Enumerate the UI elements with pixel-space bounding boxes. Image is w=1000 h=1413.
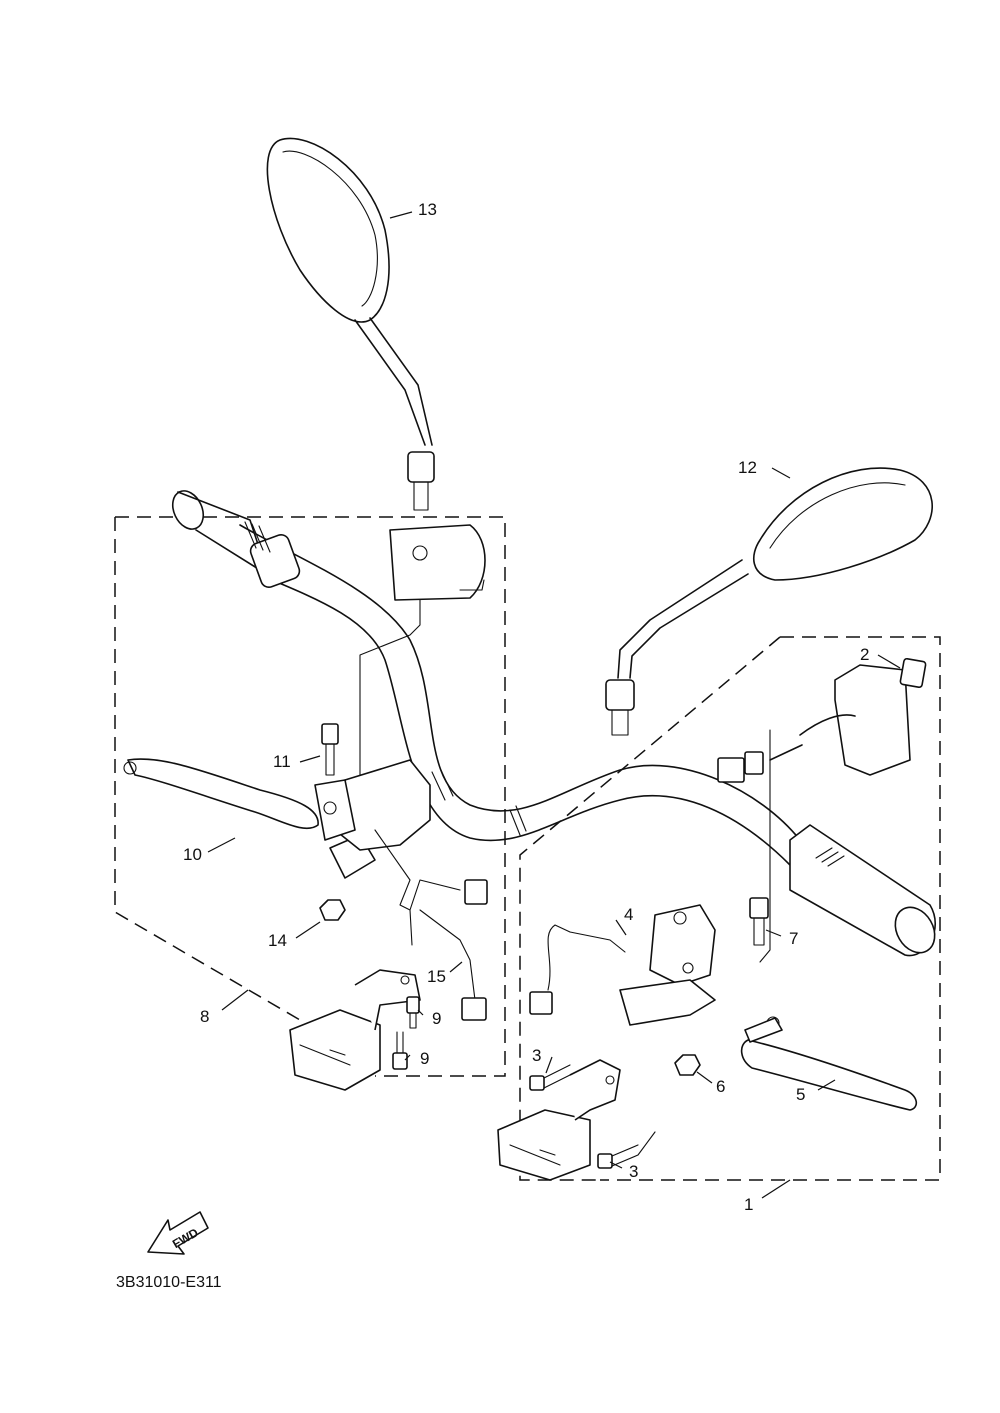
nut-7 bbox=[674, 1054, 701, 1076]
nut-12 bbox=[319, 899, 346, 921]
callout-3-upper: 3 bbox=[532, 1046, 541, 1065]
callout-9-upper: 9 bbox=[432, 1009, 441, 1028]
callout-11: 11 bbox=[273, 752, 291, 771]
callout-labels: 13 12 2 11 10 4 7 14 15 8 9 9 3 6 5 3 1 bbox=[183, 200, 869, 1214]
right-switch-housing bbox=[717, 657, 927, 963]
left-grip bbox=[171, 490, 301, 588]
left-master-cylinder bbox=[123, 758, 488, 1021]
screw-11 bbox=[321, 723, 339, 776]
drawing-code: 3B31010-E311 bbox=[116, 1274, 222, 1291]
callout-7: 6 bbox=[716, 1077, 725, 1096]
right-grip bbox=[789, 824, 936, 957]
callout-10: 10 bbox=[183, 845, 202, 864]
mirror-right-14 bbox=[605, 467, 933, 736]
bolt-3-upper bbox=[529, 1064, 571, 1091]
mirror-left-15 bbox=[266, 137, 435, 511]
callout-6: 7 bbox=[789, 929, 798, 948]
callout-1: 1 bbox=[744, 1195, 753, 1214]
callout-12: 14 bbox=[268, 931, 287, 950]
callout-14: 12 bbox=[738, 458, 757, 477]
callout-8: 8 bbox=[200, 1007, 209, 1026]
callout-9-lower: 9 bbox=[420, 1049, 429, 1068]
bolt-3-lower bbox=[597, 1131, 656, 1169]
assembly-1-dashed-box bbox=[519, 636, 941, 1181]
fwd-arrow-icon: FWD bbox=[147, 1211, 209, 1255]
callout-15: 13 bbox=[418, 200, 437, 219]
callout-3-lower: 3 bbox=[629, 1162, 638, 1181]
right-master-cylinder bbox=[529, 904, 918, 1111]
assembly-8-dashed-box bbox=[114, 516, 506, 1077]
callout-5: 5 bbox=[796, 1085, 805, 1104]
screw-6 bbox=[749, 897, 769, 946]
left-switch-housing bbox=[359, 524, 486, 826]
callout-2: 2 bbox=[860, 645, 869, 664]
callout-13: 15 bbox=[427, 967, 446, 986]
leader-lines bbox=[207, 211, 901, 1199]
bolt-9-upper bbox=[406, 996, 420, 1029]
callout-4: 4 bbox=[624, 905, 633, 924]
left-turn-signal bbox=[289, 969, 421, 1091]
right-turn-signal bbox=[497, 1059, 621, 1181]
handlebar bbox=[239, 524, 801, 866]
bolt-9-lower bbox=[392, 1031, 408, 1070]
